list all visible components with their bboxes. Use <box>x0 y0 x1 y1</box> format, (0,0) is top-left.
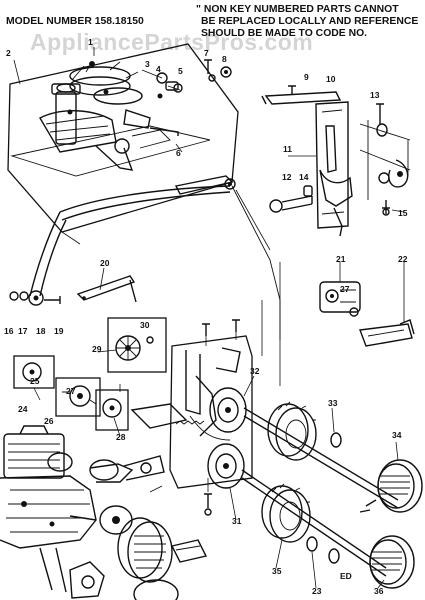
note-line-1: " NON KEY NUMBERED PARTS CANNOT <box>196 4 399 15</box>
note-line-3: SHOULD BE MADE TO CODE NO. <box>201 28 367 39</box>
label-30: 30 <box>140 320 150 330</box>
fasteners-16-19 <box>9 290 61 306</box>
label-21: 21 <box>336 254 346 264</box>
part-labels: 1 2 3 4 5 6 7 8 9 10 11 12 13 14 15 16 1… <box>4 37 408 596</box>
label-4: 4 <box>156 64 161 74</box>
nut-part-8 <box>220 66 232 78</box>
knob-plate-29 <box>107 317 167 373</box>
lever-bracket-assembly <box>261 85 353 237</box>
upper-dial-shaft <box>243 401 399 509</box>
linkage-rods <box>29 175 281 340</box>
cam-box-28 <box>95 384 129 431</box>
knob-36 <box>369 535 415 589</box>
label-1: 1 <box>88 37 93 47</box>
label-19: 19 <box>54 326 64 336</box>
label-10: 10 <box>326 74 336 84</box>
label-27-secondary: 27 <box>66 386 76 396</box>
label-9: 9 <box>304 72 309 82</box>
label-8: 8 <box>222 54 227 64</box>
leader-lines <box>261 262 281 386</box>
label-18: 18 <box>36 326 46 336</box>
label-35: 35 <box>272 566 282 576</box>
label-11: 11 <box>283 144 292 154</box>
label-31: 31 <box>232 516 242 526</box>
link-rod-20 <box>76 275 137 303</box>
label-26: 26 <box>44 416 54 426</box>
cam-box-26 <box>55 377 101 417</box>
central-cam-assembly <box>130 319 253 516</box>
label-ed: ED <box>340 571 352 581</box>
label-28: 28 <box>116 432 126 442</box>
label-6: 6 <box>176 148 181 158</box>
label-32: 32 <box>250 366 260 376</box>
label-13: 13 <box>370 90 380 100</box>
label-16: 16 <box>4 326 14 336</box>
label-14: 14 <box>299 172 309 182</box>
label-25: 25 <box>30 376 40 386</box>
switch-assembly-21 <box>319 262 361 317</box>
knob-34 <box>359 459 423 513</box>
label-23: 23 <box>312 586 322 596</box>
label-leaders <box>13 47 405 589</box>
lower-dial-shaft <box>241 469 387 577</box>
label-2: 2 <box>6 48 11 58</box>
label-5: 5 <box>178 66 183 76</box>
label-22: 22 <box>398 254 408 264</box>
label-17: 17 <box>18 326 28 336</box>
label-12: 12 <box>282 172 292 182</box>
cam-box-24 <box>13 355 55 401</box>
label-7: 7 <box>204 48 209 58</box>
label-27: 27 <box>340 284 350 294</box>
label-15: 15 <box>398 208 408 218</box>
label-3: 3 <box>145 59 150 69</box>
upper-mechanism-box <box>7 43 239 233</box>
screw-part-7 <box>204 59 212 74</box>
bracket-22 <box>359 262 415 347</box>
watermark: AppliancePartsPros.com <box>30 29 313 55</box>
note-line-2: BE REPLACED LOCALLY AND REFERENCE <box>201 16 418 27</box>
right-side-hardware <box>359 103 411 216</box>
label-34: 34 <box>392 430 402 440</box>
label-20: 20 <box>100 258 110 268</box>
label-29: 29 <box>92 344 102 354</box>
model-number-label: MODEL NUMBER 158.18150 <box>6 16 144 27</box>
lower-motor-assembly <box>0 425 208 600</box>
label-36: 36 <box>374 586 384 596</box>
label-33: 33 <box>328 398 338 408</box>
label-24: 24 <box>18 404 28 414</box>
